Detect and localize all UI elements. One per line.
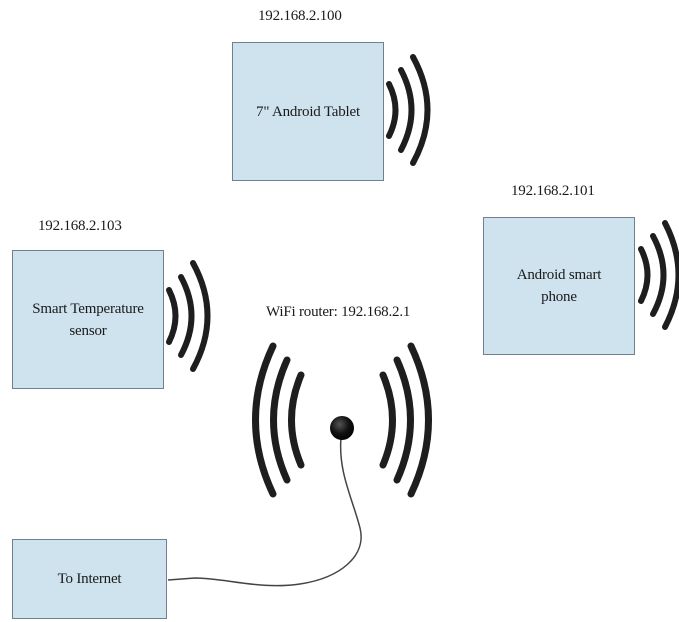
tablet-device-box: 7" Android Tablet — [232, 42, 384, 181]
router-left-signal-icon — [252, 342, 305, 498]
router-antenna-icon — [330, 416, 354, 440]
phone-device-box: Android smart phone — [483, 217, 635, 355]
router-right-signal-icon — [379, 342, 432, 498]
sensor-wifi-signal-icon — [166, 260, 211, 372]
tablet-wifi-signal-icon — [386, 54, 431, 166]
sensor-ip-label: 192.168.2.103 — [38, 218, 122, 234]
internet-label: To Internet — [57, 571, 122, 587]
sensor-device-box: Smart Temperature sensor — [12, 250, 164, 389]
phone-device-label-line1: Android smart — [516, 267, 602, 283]
tablet-device-label: 7" Android Tablet — [256, 103, 360, 120]
tablet-ip-label: 192.168.2.100 — [258, 8, 342, 24]
cable-icon — [167, 437, 362, 587]
sensor-device-label-line2: sensor — [69, 322, 107, 339]
phone-wifi-signal-icon — [638, 220, 679, 330]
router-label: WiFi router: 192.168.2.1 — [266, 304, 411, 320]
sensor-device-label-line1: Smart Temperature — [32, 300, 144, 317]
phone-ip-label: 192.168.2.101 — [511, 183, 595, 199]
phone-device-label-line2: phone — [541, 289, 577, 305]
internet-box: To Internet — [12, 539, 167, 619]
